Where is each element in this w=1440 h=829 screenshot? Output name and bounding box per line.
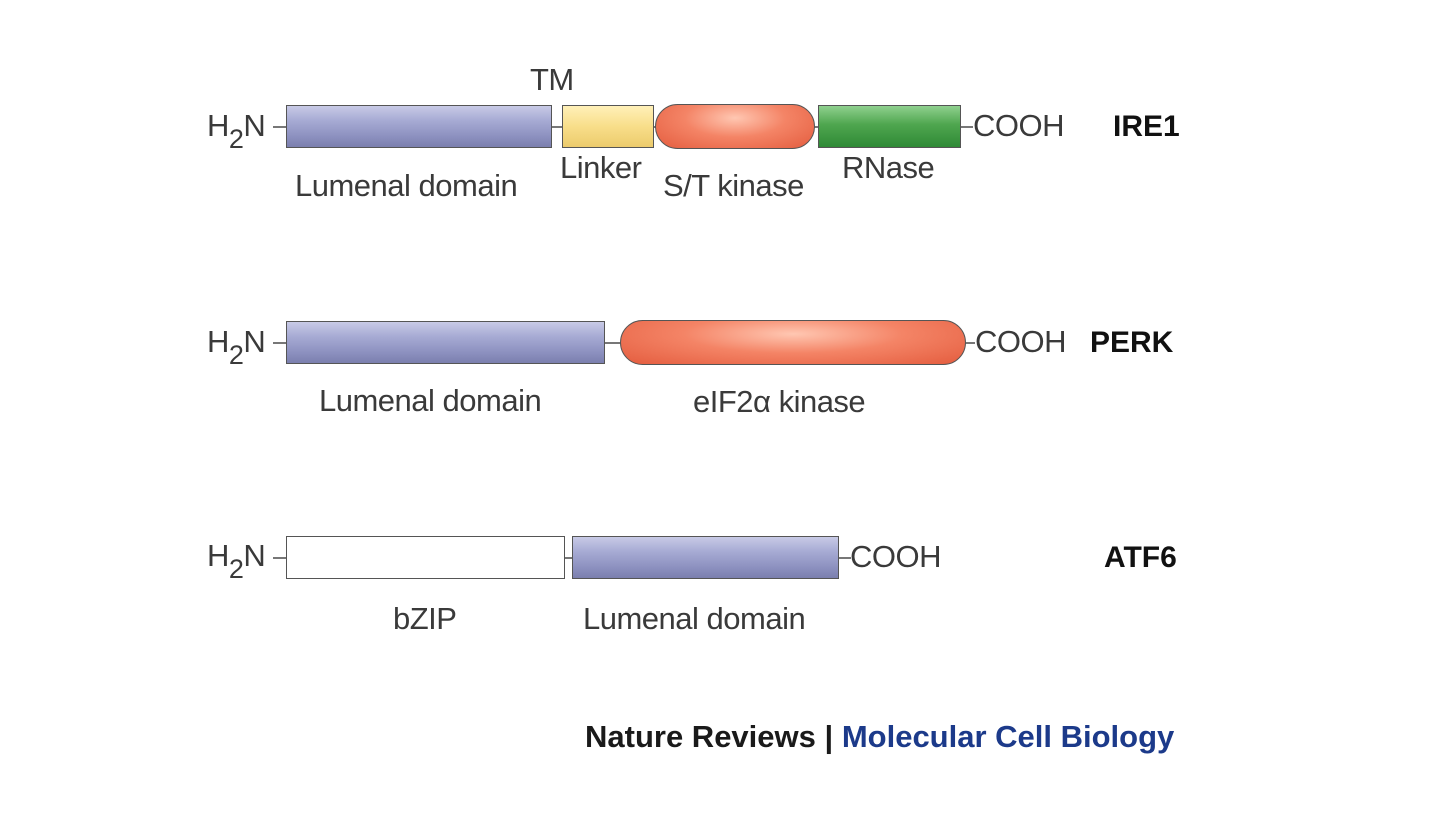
c-terminus-label: COOH [850, 539, 942, 574]
credit-separator: | [824, 719, 834, 754]
atf6-bzip-domain [286, 536, 565, 579]
ire1-kinase-label: S/T kinase [663, 168, 804, 203]
ire1-rnase-label: RNase [842, 150, 935, 185]
perk-lumenal-label: Lumenal domain [319, 383, 542, 418]
ire1-linker-domain [562, 105, 654, 148]
protein-name-ire1: IRE1 [1113, 110, 1180, 143]
n-terminus-label: H2N [207, 108, 266, 154]
journal-name: Molecular Cell Biology [841, 719, 1175, 754]
n-terminus-label: H2N [207, 324, 266, 370]
atf6-lumenal-domain [572, 536, 839, 579]
perk-eif2a-kinase-domain [620, 320, 966, 365]
publisher-name: Nature Reviews [585, 719, 816, 754]
ire1-lumenal-label: Lumenal domain [295, 168, 518, 203]
ire1-linker-label: Linker [560, 150, 642, 185]
tm-label: TM [530, 62, 574, 97]
ire1-st-kinase-domain [655, 104, 815, 149]
c-terminus-label: COOH [975, 324, 1067, 359]
journal-credit: Nature Reviews | Molecular Cell Biology [585, 719, 1174, 755]
atf6-bzip-label: bZIP [393, 601, 457, 636]
n-terminus-label: H2N [207, 538, 266, 584]
ire1-rnase-domain [818, 105, 961, 148]
perk-kinase-label: eIF2α kinase [693, 384, 866, 419]
atf6-lumenal-label: Lumenal domain [583, 601, 806, 636]
protein-name-atf6: ATF6 [1104, 541, 1177, 574]
ire1-lumenal-domain [286, 105, 552, 148]
protein-name-perk: PERK [1090, 326, 1174, 359]
perk-lumenal-domain [286, 321, 605, 364]
c-terminus-label: COOH [973, 108, 1065, 143]
